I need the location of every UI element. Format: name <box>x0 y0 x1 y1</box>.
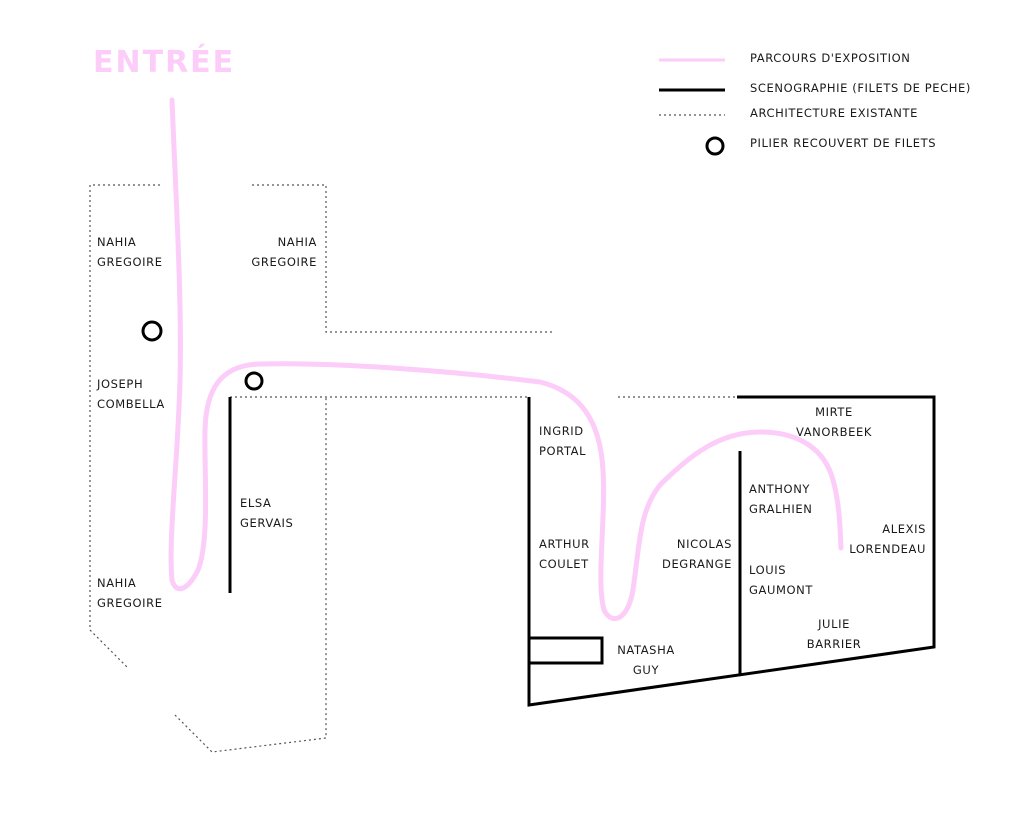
pillar-icon <box>244 371 264 391</box>
artist-label: DEGRANGE <box>662 557 732 571</box>
artist-label: ELSA <box>240 496 271 510</box>
artist-label: GREGOIRE <box>97 596 163 610</box>
artist-label: JOSEPH <box>96 377 143 391</box>
artist-label: NATASHA <box>617 643 675 657</box>
scenography-walls <box>228 395 936 707</box>
artist-label: NAHIA <box>97 235 136 249</box>
artist-label: ALEXIS <box>882 522 926 536</box>
legend-label: SCENOGRAPHIE (FILETS DE PECHE) <box>750 81 971 95</box>
artist-label: NICOLAS <box>677 537 732 551</box>
artist-label: GRALHIEN <box>749 502 812 516</box>
artist-label: NAHIA <box>97 576 136 590</box>
legend: PARCOURS D'EXPOSITION SCENOGRAPHIE (FILE… <box>659 51 971 156</box>
entrance-title: ENTRÉE <box>93 44 235 80</box>
artist-labels: NAHIA GREGOIRE NAHIA GREGOIRE JOSEPH COM… <box>96 235 926 677</box>
artist-label: MIRTE <box>815 405 853 419</box>
artist-label: LOUIS <box>749 563 786 577</box>
artist-label: ANTHONY <box>749 482 810 496</box>
exhibition-route <box>168 97 844 622</box>
artist-label: COMBELLA <box>97 397 165 411</box>
artist-label: NAHIA <box>278 235 317 249</box>
artist-label: GERVAIS <box>240 516 293 530</box>
pillar-icon <box>141 320 163 342</box>
legend-pillar-icon <box>705 136 725 156</box>
artist-label: LORENDEAU <box>849 542 926 556</box>
existing-architecture <box>89 184 737 753</box>
artist-label: VANORBEEK <box>796 425 872 439</box>
legend-label: PILIER RECOUVERT DE FILETS <box>750 136 936 150</box>
artist-label: PORTAL <box>539 444 586 458</box>
artist-label: BARRIER <box>807 637 862 651</box>
artist-label: GAUMONT <box>749 583 813 597</box>
artist-label: ARTHUR <box>539 537 590 551</box>
artist-label: GREGOIRE <box>97 255 163 269</box>
artist-label: INGRID <box>539 424 584 438</box>
legend-label: PARCOURS D'EXPOSITION <box>750 51 910 65</box>
artist-label: COULET <box>539 557 589 571</box>
legend-label: ARCHITECTURE EXISTANTE <box>750 106 918 120</box>
artist-label: GREGOIRE <box>251 255 317 269</box>
artist-label: GUY <box>633 663 660 677</box>
artist-label: JULIE <box>817 617 850 631</box>
